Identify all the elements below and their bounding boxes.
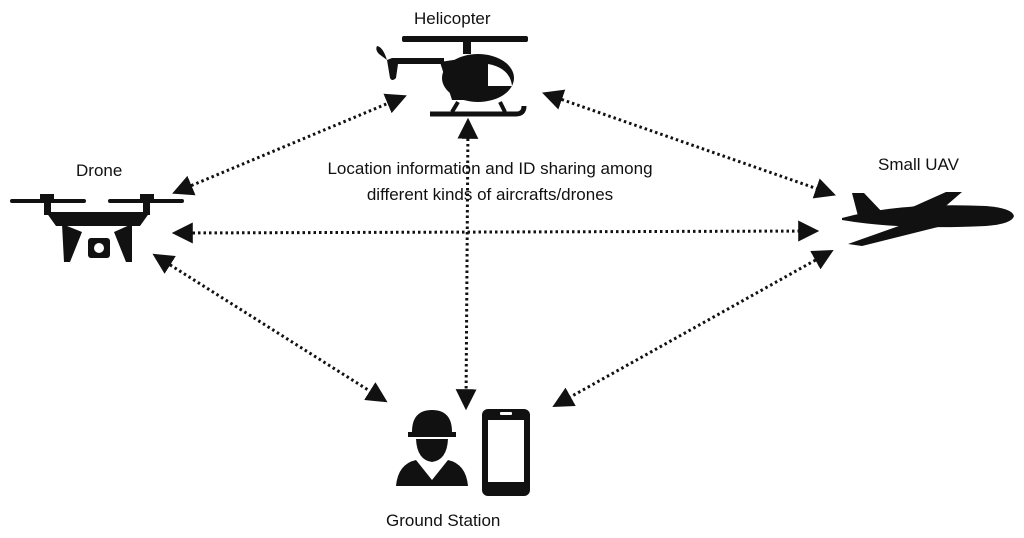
arrow-drone-ground-station [152,253,388,403]
drone-label: Drone [76,161,123,180]
smartphone-icon [482,409,530,496]
arrow-helicopter-small-uav [542,89,836,199]
ground-station-label: Ground Station [386,511,501,530]
quadcopter-drone-icon [10,194,184,262]
arrow-helicopter-ground-station [455,117,479,411]
helicopter-icon [376,36,528,117]
arrow-small-uav-ground-station [552,249,834,408]
arrow-drone-helicopter [172,93,407,196]
helicopter-label: Helicopter [414,9,491,28]
caption-line-1: Location information and ID sharing amon… [327,159,653,178]
worker-hardhat-icon [396,410,468,486]
airplane-icon [842,192,1014,246]
caption-line-2: different kinds of aircrafts/drones [366,185,614,204]
small-uav-label: Small UAV [878,155,959,174]
diagram-caption: Location information and ID sharing amon… [240,156,740,208]
arrow-drone-small-uav [171,220,820,244]
